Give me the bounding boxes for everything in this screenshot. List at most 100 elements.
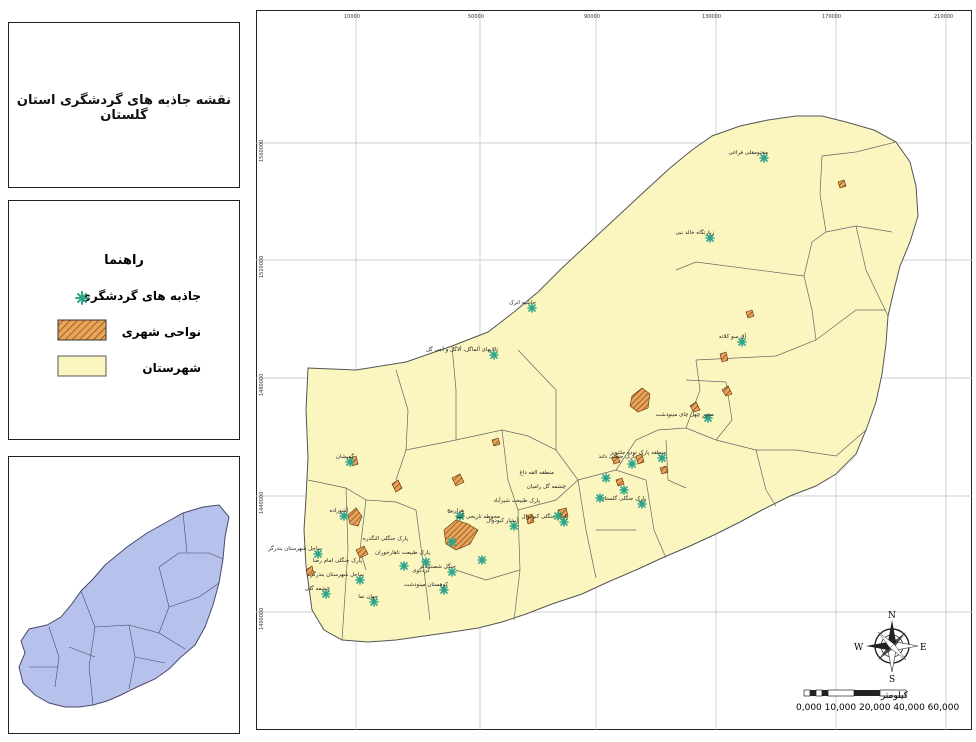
attraction-marker — [595, 493, 605, 503]
compass-rose: N S E W — [854, 611, 927, 685]
compass-n: N — [888, 611, 896, 621]
legend-panel: راهنما جاذبه های گردشگری نواحی شهری شهرس… — [8, 200, 240, 440]
attraction-label: حاشیه اترک — [509, 299, 536, 306]
attraction-marker — [601, 473, 611, 483]
attraction-label: هزارپیچ — [447, 508, 464, 514]
y-tick-label: 1400000 — [259, 608, 265, 630]
attraction-marker — [559, 517, 569, 527]
attraction-asterisk-icon — [75, 291, 89, 305]
legend-label-county: شهرستان — [142, 361, 201, 375]
y-tick-label: 1520000 — [259, 256, 265, 278]
attraction-label: منطقه پارک توده جلدویز — [609, 449, 666, 456]
attraction-label: جهان نما — [358, 594, 378, 600]
urban-hatch-swatch — [57, 319, 107, 341]
attraction-marker — [399, 561, 409, 571]
urban-area — [491, 437, 501, 447]
attraction-label: پارک جنگلی گلستان — [600, 495, 646, 502]
attraction-label: آق سو کلاته — [719, 333, 747, 340]
attraction-label: زیارتگاه خالد نبی — [675, 229, 714, 236]
attraction-label: تالابهای آلماگل، آلاگل و آجی گل — [426, 346, 499, 353]
attraction-marker — [627, 459, 637, 469]
compass-s: S — [889, 675, 895, 685]
attraction-label: چشمه گلی — [305, 585, 330, 592]
attraction-marker — [705, 233, 715, 243]
attraction-marker — [527, 303, 537, 313]
attraction-marker — [455, 511, 465, 521]
attraction-label: ساحل شهرستان بندرگز — [309, 571, 364, 578]
x-tick-label: 90000 — [584, 14, 600, 20]
title-panel: نقشه جاذبه های گردشگری استان گلستان — [8, 22, 240, 188]
urban-area-gonbad — [629, 387, 651, 413]
attraction-marker — [447, 567, 457, 577]
attraction-label: جنگل شصتکلاته — [420, 563, 456, 570]
attraction-label: پارک طبیعت شیرآباد — [493, 497, 540, 504]
scale-bar: کیلومتر 0,000 10,000 20,000 40,000 60,00… — [796, 689, 959, 713]
compass-e: E — [920, 643, 927, 653]
y-tick-label: 1440000 — [259, 492, 265, 514]
county-fill-swatch — [57, 355, 107, 377]
urban-area — [745, 309, 755, 319]
attraction-label: منطقه القه داغ — [519, 470, 554, 476]
urban-area-kordkuy — [355, 545, 369, 559]
main-map-svg: 10000 50000 90000 130000 170000 210000 1… — [256, 10, 972, 730]
y-axis-ticks: 1560000 1520000 1480000 1440000 1400000 — [259, 140, 265, 630]
x-tick-label: 50000 — [468, 14, 484, 20]
attraction-label: ساحل شهرستان بندرگز — [267, 545, 322, 552]
legend-label-attractions: جاذبه های گردشگری — [79, 289, 201, 303]
attraction-label: محور چهل چای مینودشت — [656, 412, 714, 418]
attraction-label: چشمه گل رامیان — [527, 483, 566, 490]
attraction-marker — [447, 537, 457, 547]
attraction-marker — [439, 585, 449, 595]
attraction-marker — [657, 453, 667, 463]
attraction-marker — [355, 575, 365, 585]
urban-area — [659, 465, 669, 475]
attraction-marker — [345, 457, 355, 467]
attraction-label: پارک جنگلی النگدره — [363, 535, 409, 542]
urban-area-bandar-torkaman — [347, 507, 363, 527]
scale-unit: کیلومتر — [880, 691, 909, 701]
attraction-marker — [421, 557, 431, 567]
urban-area-aqqala — [451, 473, 465, 487]
attraction-label: کوهستان مینودشت — [404, 581, 448, 588]
attraction-label: پارک جنگلی کبودوال — [521, 513, 568, 520]
attraction-marker — [477, 555, 487, 565]
attraction-label: آبشار کبودوال — [486, 517, 518, 524]
y-tick-label: 1560000 — [259, 140, 265, 162]
attraction-marker — [553, 511, 563, 521]
scale-values: 0,000 10,000 20,000 40,000 60,000 — [796, 703, 959, 713]
urban-area — [837, 179, 847, 189]
legend-row-urban: نواحی شهری — [122, 325, 201, 339]
x-axis-ticks: 10000 50000 90000 130000 170000 210000 — [344, 14, 953, 20]
attraction-label: مختومقلی فراغی — [728, 150, 768, 156]
urban-area — [305, 565, 315, 577]
map-title: نقشه جاذبه های گردشگری استان گلستان — [16, 93, 232, 123]
urban-area-maraveh-tappeh — [721, 385, 733, 397]
attraction-label: پارک جنگلی امام رضا — [313, 557, 363, 564]
attraction-marker — [369, 597, 379, 607]
attraction-marker — [339, 511, 349, 521]
compass-w: W — [854, 643, 864, 653]
province-outline — [303, 115, 919, 643]
x-tick-label: 210000 — [934, 14, 953, 20]
attraction-marker — [619, 485, 629, 495]
attraction-label: کردکوی — [412, 567, 430, 574]
x-tick-label: 170000 — [822, 14, 841, 20]
urban-area-kalaleh — [719, 351, 729, 363]
attraction-marker — [509, 521, 519, 531]
inset-map-panel — [8, 456, 240, 734]
legend-row-county: شهرستان — [142, 361, 201, 375]
attraction-label: پارک جنگلی دلند — [599, 453, 637, 460]
legend-heading: راهنما — [104, 253, 144, 268]
attraction-label: گمیشان — [336, 453, 354, 460]
attraction-marker — [703, 413, 713, 423]
x-tick-label: 10000 — [344, 14, 360, 20]
attraction-marker — [637, 499, 647, 509]
urban-area — [391, 479, 403, 493]
urban-area — [635, 453, 645, 465]
attraction-label: محوطه تاریخی گنبد — [455, 513, 500, 520]
attraction-marker — [313, 549, 323, 559]
y-tick-label: 1480000 — [259, 374, 265, 396]
attraction-marker — [489, 350, 499, 360]
urban-area — [525, 513, 535, 525]
attraction-marker — [759, 153, 769, 163]
